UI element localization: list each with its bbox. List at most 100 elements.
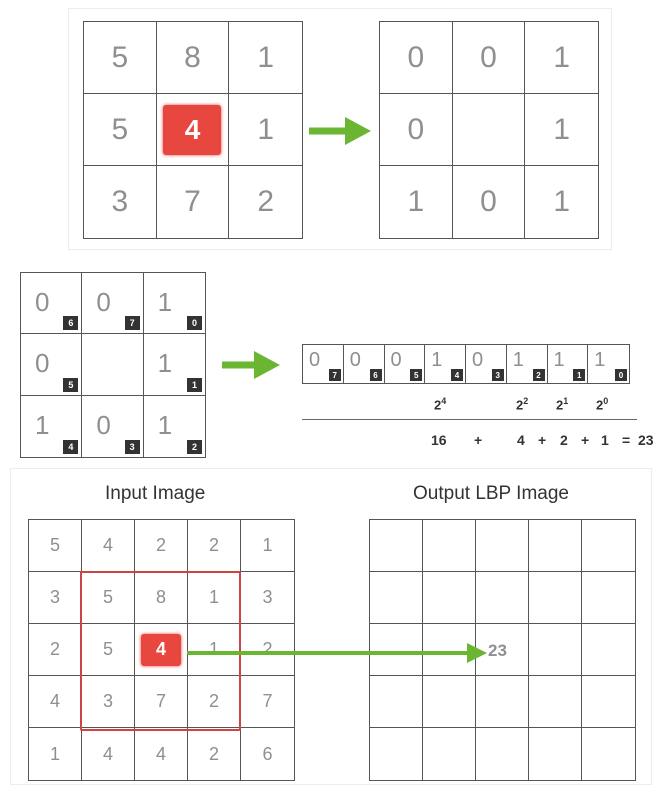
arrow-icon [222, 351, 280, 379]
grid-cell [529, 572, 582, 624]
grid-cell [476, 520, 529, 572]
grid-cell: 1 [525, 94, 598, 166]
bit-value: 0 [96, 409, 111, 440]
center-pixel: 4 [163, 104, 222, 155]
bit-index-badge: 7 [124, 316, 140, 331]
bit-index-badge: 6 [63, 316, 79, 331]
grid-cell: 2 [241, 624, 294, 676]
sum-token: 1 [601, 432, 609, 448]
power-of-two-label: 21 [556, 396, 569, 413]
grid-cell: 7 [157, 166, 230, 238]
grid-cell [370, 572, 423, 624]
grid-cell: 4 [82, 728, 135, 780]
grid-cell [582, 676, 635, 728]
power-of-two-label: 22 [516, 396, 529, 413]
grid-cell [529, 676, 582, 728]
sum-token: + [538, 432, 547, 448]
sum-token: + [581, 432, 590, 448]
sum-token: 4 [517, 432, 525, 448]
grid-cell: 5 [29, 520, 82, 572]
grid-cell [82, 334, 144, 396]
grid-cell: 1 [241, 520, 294, 572]
bit-value: 0 [349, 349, 361, 371]
bit-value: 1 [35, 409, 50, 440]
center-pixel: 4 [141, 633, 181, 666]
bit-value: 1 [157, 287, 173, 317]
grid-cell: 1 [525, 22, 598, 94]
grid-cell: 0 [453, 166, 526, 238]
bit-index-badge: 1 [573, 369, 586, 381]
grid-cell: 0 [452, 22, 526, 94]
grid-cell [476, 572, 529, 624]
bit-value: 1 [431, 349, 443, 371]
grid-cell [370, 624, 423, 676]
grid-cell: 3 [241, 572, 294, 624]
power-of-two-label: 24 [434, 396, 447, 413]
grid-cell: 4 [135, 624, 188, 676]
grid-cell: 8 [135, 572, 188, 624]
grid-cell: 5 [84, 94, 157, 166]
grid-cell: 1 [29, 728, 82, 780]
bit-index-badge: 2 [186, 439, 202, 454]
sum-token: + [474, 432, 483, 448]
grid-cell: 0 [380, 94, 453, 166]
bit-index-badge: 1 [186, 377, 202, 392]
grid-cell [476, 728, 529, 780]
arrow-icon [309, 117, 371, 145]
grid-cell: 3 [82, 676, 135, 728]
grid-cell [423, 676, 476, 728]
grid-cell: 7 [241, 676, 294, 728]
grid-cell [423, 572, 476, 624]
grid-cell: 5 [82, 572, 135, 624]
grid-cell: 8 [156, 22, 230, 94]
grid-cell [423, 728, 476, 780]
bit-index-badge: 0 [615, 369, 627, 381]
input-image-title: Input Image [105, 483, 206, 504]
grid-cell [529, 520, 582, 572]
grid-cell: 1 [229, 94, 302, 166]
bit-index-badge: 3 [124, 439, 140, 454]
bit-value: 1 [157, 348, 173, 379]
grid-cell: 4 [135, 728, 188, 780]
grid-cell: 2 [188, 728, 241, 780]
grid-cell [370, 520, 423, 572]
grid-cell [476, 676, 529, 728]
bit-index-badge: 5 [63, 377, 79, 392]
bit-value: 1 [594, 349, 606, 371]
output-image-title: Output LBP Image [413, 483, 569, 504]
bit-index-badge: 2 [532, 369, 545, 381]
bit-index-badge: 7 [328, 369, 341, 381]
grid-cell: 6 [262, 743, 273, 764]
bit-value: 0 [96, 287, 111, 317]
lbp-result-value: 23 [488, 641, 507, 660]
grid-cell: 0 [380, 22, 453, 94]
sum-token: = [622, 432, 631, 448]
grid-cell: 4 [156, 94, 230, 166]
grid-cell [370, 676, 423, 728]
bit-value: 1 [512, 349, 524, 371]
bit-value: 1 [553, 349, 565, 371]
grid-cell: 2 [257, 185, 274, 218]
bit-index-badge: 6 [369, 369, 382, 381]
sum-token: 16 [431, 432, 447, 448]
sum-token: 23 [638, 432, 654, 448]
grid-cell [452, 94, 526, 166]
bit-value: 0 [35, 348, 50, 379]
